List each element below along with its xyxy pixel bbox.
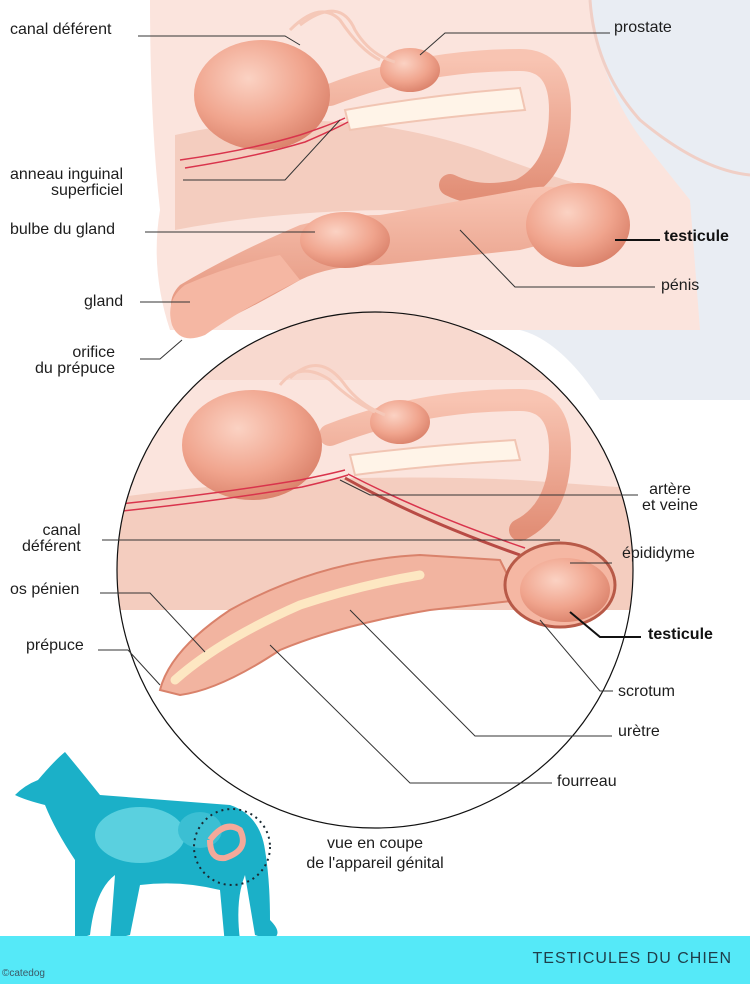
vessels-top [179,117,349,169]
label-testicule-top: testicule [664,228,729,245]
label-fourreau: fourreau [557,773,617,790]
dog-focus-circle [193,808,271,886]
label-testicule-inset: testicule [648,626,713,643]
label-scrotum: scrotum [618,683,675,700]
label-canal-deferent-inset: canal déférent [22,522,81,555]
glans-top [170,255,300,339]
testicule-leader-inset [569,611,641,638]
label-artere-veine: artère et veine [642,481,699,514]
leader-lines [98,32,655,784]
skin-outer-contour [588,0,750,177]
label-orifice-prepuce: orifice du prépuce [35,344,116,377]
label-penis: pénis [661,277,700,294]
dog-silhouette [15,752,278,945]
label-bulbe-du-gland: bulbe du gland [10,221,115,238]
label-uretre: urètre [618,723,660,740]
label-epididyme: épididyme [622,545,695,562]
bulbus-glandis-top [300,212,390,268]
cross-section-inset [116,311,634,829]
diagram-title: TESTICULES DU CHIEN [532,950,732,967]
canal-deferent-cords-top [288,9,396,64]
prostate-top [380,48,440,92]
label-prepuce: prépuce [26,637,84,654]
label-prostate: prostate [614,19,672,36]
penis-top [171,186,600,330]
top-anatomy-view [150,0,750,400]
footer-band: TESTICULES DU CHIEN [0,936,750,984]
copyright-credit: ©catedog [2,968,45,979]
bladder-top [194,40,330,150]
label-anneau-inguinal: anneau inguinal superficiel [10,166,123,199]
label-canal-deferent-top: canal déférent [10,21,112,38]
spermatic-tube-white [343,86,527,132]
caption-cross-section: vue en coupe de l'appareil génital [306,835,444,872]
label-os-penien: os pénien [10,581,80,598]
label-gland: gland [84,293,124,310]
testicle-top [526,183,630,267]
